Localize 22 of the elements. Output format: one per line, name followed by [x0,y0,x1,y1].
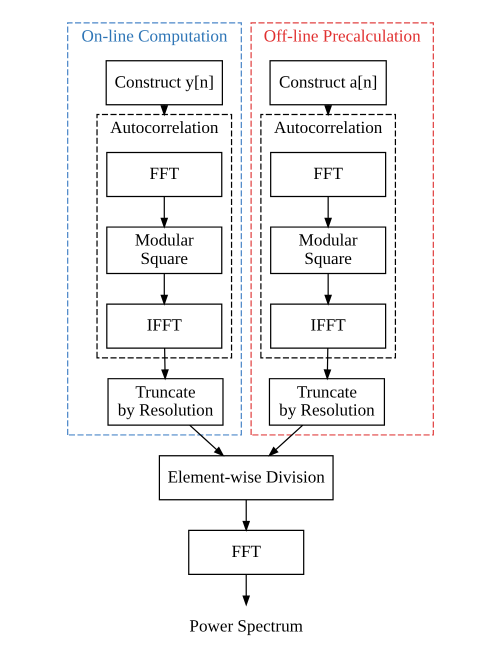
arrow [160,274,168,306]
node-box: Modular Square [270,226,386,274]
node-text: Power Spectrum [189,616,304,636]
node-box: IFFT [106,303,222,349]
arrow [242,574,250,606]
arrow [161,348,169,380]
arrow [160,196,168,229]
node-box: IFFT [270,303,386,349]
node-box: Truncate by Resolution [107,378,224,426]
arrow [324,274,332,306]
node-box: Truncate by Resolution [268,378,386,426]
arrow [324,348,332,380]
arrow [160,105,168,116]
arrow [324,105,332,116]
node-box: FFT [270,152,386,198]
node-box: Element-wise Division [158,455,334,500]
arrow [189,424,224,457]
arrow [324,196,332,229]
node-box: Modular Square [106,226,222,274]
node-box: FFT [188,530,304,575]
arrow [242,500,250,532]
node-box: FFT [106,152,222,198]
